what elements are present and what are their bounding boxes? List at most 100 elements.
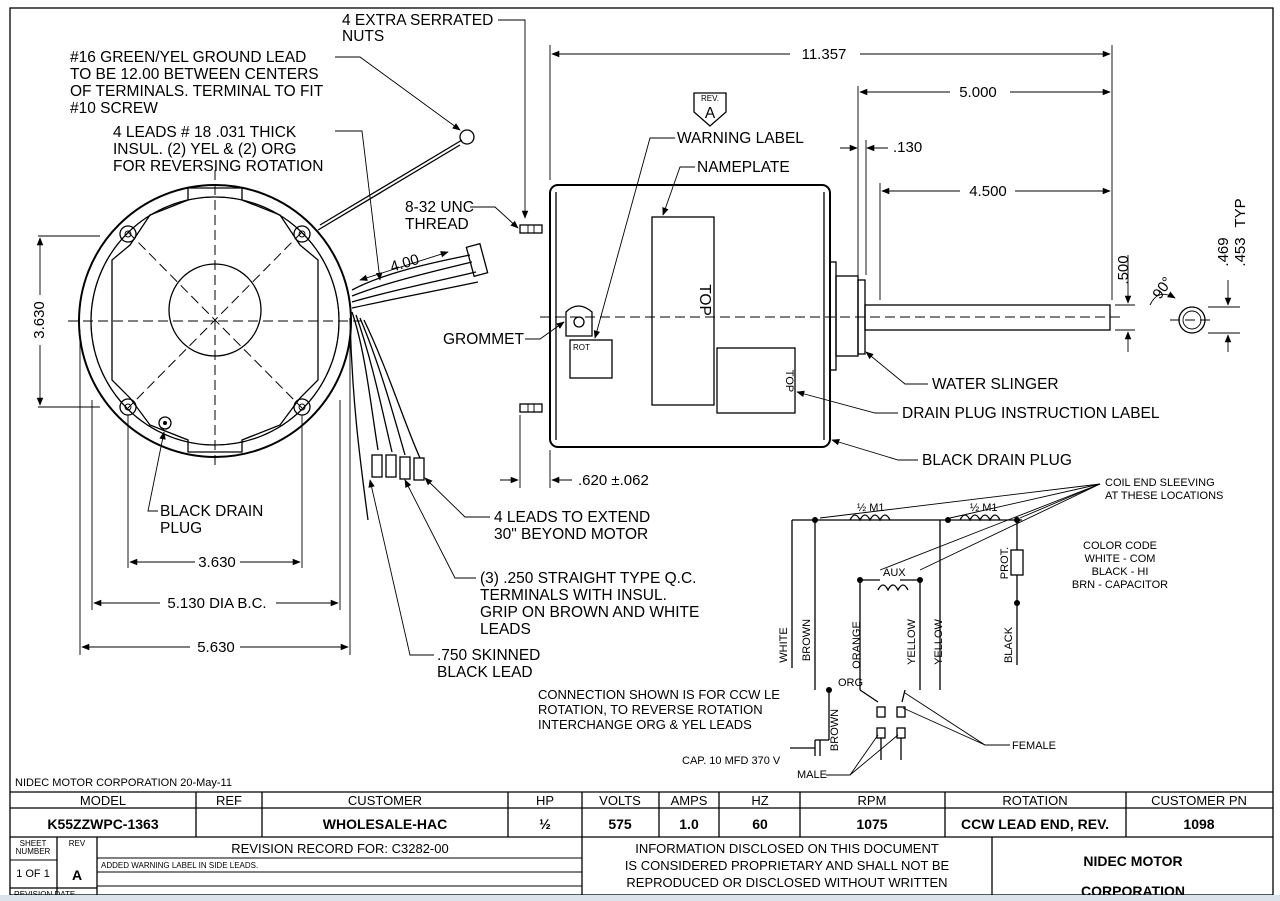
- dim-angle: 90°: [1149, 274, 1176, 302]
- revision-record: REVISION RECORD FOR: C3282-00: [231, 841, 448, 856]
- ground-terminal: [459, 129, 475, 145]
- company-date: NIDEC MOTOR CORPORATION 20-May-11: [15, 777, 232, 789]
- svg-text:½ M1: ½ M1: [970, 502, 998, 514]
- side-view: TOP ROT TOP REV. A 11.357 5.000 .130 4.5…: [500, 45, 1135, 489]
- stud-top: [519, 224, 543, 234]
- svg-text:A: A: [705, 105, 716, 122]
- svg-text:WHITE: WHITE: [778, 627, 790, 662]
- label-black-drain-plug-side: BLACK DRAIN PLUG: [922, 452, 1072, 469]
- drain-plug-label-box: [716, 347, 796, 414]
- svg-text:FEMALE: FEMALE: [1012, 740, 1056, 752]
- svg-text:BROWN: BROWN: [829, 709, 841, 751]
- svg-text:AT THESE LOCATIONS: AT THESE LOCATIONS: [1105, 490, 1223, 502]
- svg-text:MALE: MALE: [797, 769, 827, 781]
- title-value-8: CCW LEAD END, REV.: [961, 816, 1109, 832]
- svg-text:.469: .469: [1215, 237, 1232, 266]
- svg-text:YELLOW: YELLOW: [933, 618, 945, 664]
- grommet-shape: [565, 305, 593, 337]
- svg-text:REVISION DATE: REVISION DATE: [14, 890, 75, 899]
- title-header-9: CUSTOMER PN: [1151, 793, 1247, 808]
- svg-text:ORG: ORG: [838, 677, 863, 689]
- revision-note: ADDED WARNING LABEL IN SIDE LEADS.: [101, 861, 258, 870]
- dim-gap: .130: [893, 139, 922, 156]
- title-header-0: MODEL: [80, 793, 126, 808]
- title-header-2: CUSTOMER: [348, 793, 422, 808]
- svg-text:YELLOW: YELLOW: [906, 618, 918, 664]
- top-text-large: TOP: [696, 284, 713, 316]
- coil-aux: [877, 584, 909, 592]
- label-drain-plug-instruction: DRAIN PLUG INSTRUCTION LABEL: [902, 405, 1160, 422]
- bolt-nut-top-left: [119, 225, 137, 243]
- dim-stud-offset: .620 ±.062: [578, 472, 649, 489]
- title-value-2: WHOLESALE-HAC: [323, 816, 447, 832]
- drain-plug-front: [158, 416, 172, 430]
- dim-height: 3.630: [31, 301, 48, 339]
- svg-text:ROT: ROT: [573, 343, 590, 352]
- dim-bolt-spacing: 3.630: [198, 554, 236, 571]
- svg-text:REV: REV: [69, 839, 86, 848]
- label-nameplate: NAMEPLATE: [697, 159, 790, 176]
- svg-text:ORANGE: ORANGE: [851, 621, 863, 669]
- title-block: MODEL REF CUSTOMER HP VOLTS AMPS HZ RPM ROTATION…: [10, 791, 1273, 901]
- svg-text:TYP: TYP: [1232, 198, 1249, 227]
- front-view: 3.630 3.630 5.130 DIA B.C. 5.630 4.00: [31, 129, 489, 656]
- svg-text:.453: .453: [1232, 237, 1249, 266]
- svg-text:COIL END SLEEVING: COIL END SLEEVING: [1105, 477, 1215, 489]
- dim-shaft-flat: 4.500: [969, 183, 1007, 200]
- title-value-0: K55ZZWPC-1363: [47, 816, 158, 832]
- top-text-small: TOP: [783, 370, 795, 392]
- svg-text:BROWN: BROWN: [801, 619, 813, 661]
- title-header-7: RPM: [858, 793, 887, 808]
- rot-label-box: [569, 339, 613, 379]
- title-value-3: ½: [539, 816, 551, 832]
- title-value-4: 575: [608, 816, 632, 832]
- label-water-slinger: WATER SLINGER: [932, 376, 1059, 393]
- end-bell-shape: [111, 187, 319, 453]
- rev-tag: [693, 92, 727, 127]
- bolt-nut-bottom-left: [119, 398, 137, 416]
- label-warning: WARNING LABEL: [677, 130, 804, 147]
- title-value-6: 60: [752, 816, 768, 832]
- svg-text:SHEET: SHEET: [20, 839, 47, 848]
- svg-text:PROT.: PROT.: [999, 547, 1011, 579]
- dim-bolt-circle: 5.130 DIA B.C.: [167, 595, 266, 612]
- dim-diameter: 5.630: [197, 639, 235, 656]
- shaft-section: .469 .453 TYP 90°: [1149, 198, 1249, 352]
- title-header-4: VOLTS: [599, 793, 641, 808]
- loose-leads: [349, 311, 421, 521]
- bolt-nut-bottom-right: [293, 398, 311, 416]
- prot-box: [1010, 549, 1024, 576]
- coil-right: [959, 514, 1001, 522]
- warning-label-box: [651, 216, 715, 406]
- dim-bolt-diag: 4.00: [388, 251, 421, 276]
- svg-text:BLACK: BLACK: [1003, 626, 1015, 663]
- label-terminals: (3) .250 STRAIGHT TYPE Q.C.TERMINALS WIT…: [480, 570, 699, 638]
- title-value-9: 1098: [1183, 816, 1214, 832]
- ground-lead-wire: [319, 139, 463, 226]
- bolt-nut-top-right: [293, 225, 311, 243]
- title-header-1: REF: [216, 793, 242, 808]
- label-grommet: GROMMET: [443, 331, 524, 348]
- title-value-7: 1075: [856, 816, 887, 832]
- title-header-3: HP: [536, 793, 554, 808]
- svg-text:CAP. 10 MFD 370 V: CAP. 10 MFD 370 V: [682, 755, 781, 767]
- title-header-6: HZ: [751, 793, 768, 808]
- svg-text:NUMBER: NUMBER: [16, 847, 51, 856]
- title-value-5: 1.0: [679, 816, 699, 832]
- dim-shaft-dia: .500: [1115, 255, 1132, 284]
- svg-text:1 OF 1: 1 OF 1: [16, 868, 50, 880]
- dim-overall-length: 11.357: [802, 46, 847, 63]
- title-header-5: AMPS: [671, 793, 708, 808]
- title-header-8: ROTATION: [1002, 793, 1067, 808]
